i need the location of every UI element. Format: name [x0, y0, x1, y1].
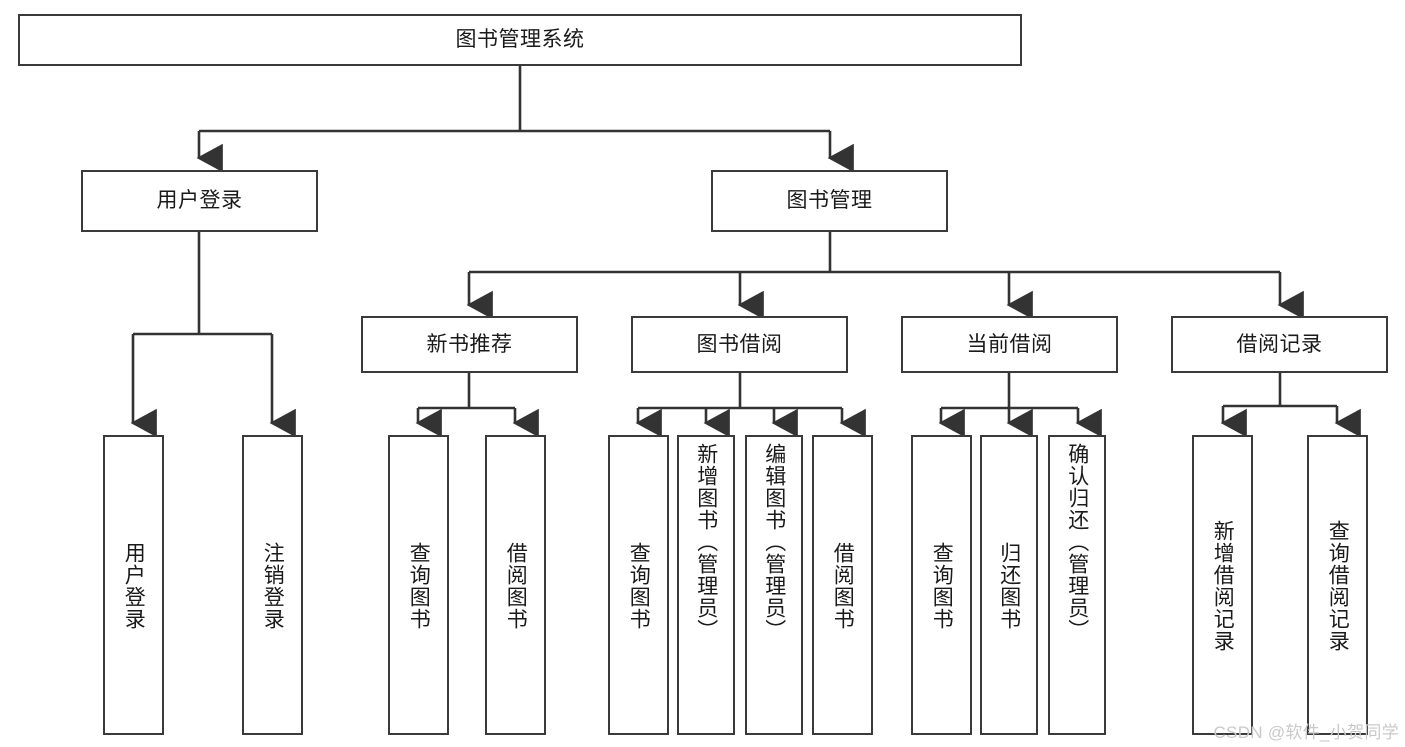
node-borrow-record-label: 借阅记录: [1236, 332, 1323, 356]
node-current-borrow[interactable]: 当前借阅: [901, 316, 1118, 373]
node-borrow-record[interactable]: 借阅记录: [1171, 316, 1388, 373]
leaf-edit-book-label: 编辑图书（管理员）: [762, 443, 786, 641]
leaf-logout-label: 注销登录: [261, 542, 285, 630]
node-root-label: 图书管理系统: [455, 28, 585, 52]
leaf-return-book[interactable]: 归还图书: [980, 435, 1038, 735]
leaf-query-record[interactable]: 查询借阅记录: [1307, 435, 1368, 735]
leaf-query-book-1-label: 查询图书: [407, 542, 431, 630]
leaf-borrow-book-2-label: 借阅图书: [831, 542, 855, 630]
leaf-confirm-return[interactable]: 确认归还（管理员）: [1048, 435, 1106, 735]
leaf-borrow-book-1[interactable]: 借阅图书: [485, 435, 546, 735]
node-book-management[interactable]: 图书管理: [711, 170, 948, 232]
node-root[interactable]: 图书管理系统: [18, 14, 1022, 66]
leaf-add-record[interactable]: 新增借阅记录: [1192, 435, 1253, 735]
leaf-confirm-return-label: 确认归还（管理员）: [1065, 443, 1089, 641]
leaf-borrow-book-2[interactable]: 借阅图书: [812, 435, 873, 735]
leaf-edit-book[interactable]: 编辑图书（管理员）: [745, 435, 803, 735]
leaf-user-login[interactable]: 用户登录: [103, 435, 164, 735]
node-user-login[interactable]: 用户登录: [81, 170, 318, 232]
leaf-return-book-label: 归还图书: [997, 542, 1021, 630]
leaf-query-book-2-label: 查询图书: [627, 542, 651, 630]
node-book-management-label: 图书管理: [786, 189, 873, 213]
leaf-query-book-1[interactable]: 查询图书: [388, 435, 449, 735]
leaf-add-record-label: 新增借阅记录: [1211, 520, 1235, 652]
leaf-add-book[interactable]: 新增图书（管理员）: [677, 435, 735, 735]
leaf-logout[interactable]: 注销登录: [242, 435, 303, 735]
leaf-query-book-3-label: 查询图书: [930, 542, 954, 630]
watermark: CSDN @软件_小贺同学: [1213, 723, 1399, 742]
node-user-login-label: 用户登录: [156, 189, 243, 213]
leaf-user-login-label: 用户登录: [122, 542, 146, 630]
leaf-borrow-book-1-label: 借阅图书: [504, 542, 528, 630]
node-new-book-recommend-label: 新书推荐: [426, 332, 513, 356]
leaf-query-book-3[interactable]: 查询图书: [911, 435, 972, 735]
node-book-borrow[interactable]: 图书借阅: [631, 316, 848, 373]
node-book-borrow-label: 图书借阅: [696, 332, 783, 356]
node-current-borrow-label: 当前借阅: [966, 332, 1053, 356]
leaf-add-book-label: 新增图书（管理员）: [694, 443, 718, 641]
leaf-query-record-label: 查询借阅记录: [1326, 520, 1350, 652]
leaf-query-book-2[interactable]: 查询图书: [608, 435, 669, 735]
node-new-book-recommend[interactable]: 新书推荐: [361, 316, 578, 373]
